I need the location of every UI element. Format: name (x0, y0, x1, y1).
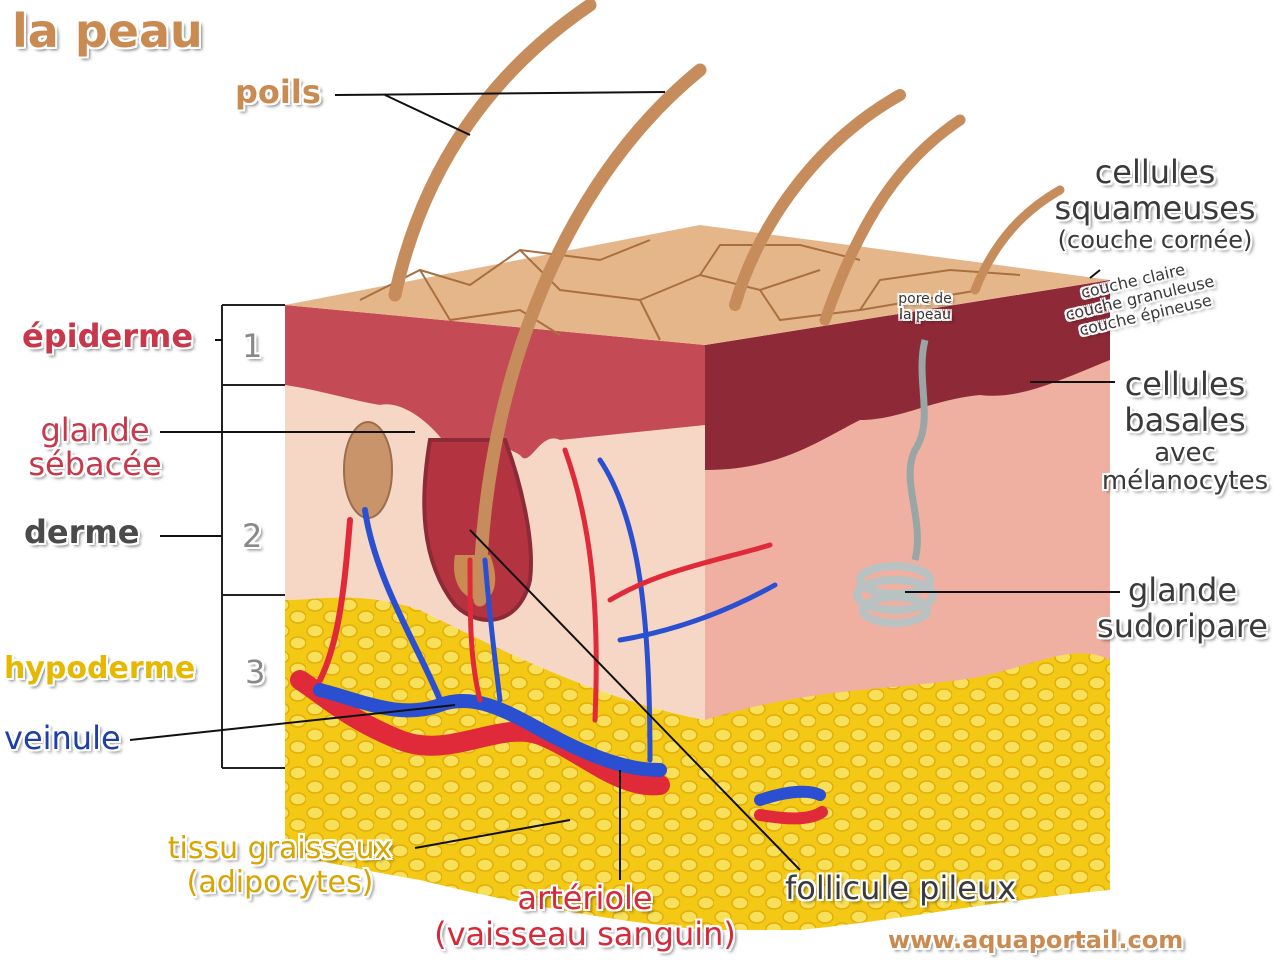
label-pore-line2: la peau (880, 308, 970, 322)
label-pore: pore de la peau (880, 292, 970, 322)
page-title: la peau (12, 8, 203, 54)
label-cellules-basales: cellules basales avec mélanocytes (1085, 368, 1280, 494)
label-follicule-pileux: follicule pileux (785, 872, 1016, 904)
sebaceous-gland (344, 422, 392, 518)
layer-number-3: 3 (245, 656, 265, 688)
label-cellules-squameuses-line3: (couche cornée) (1030, 228, 1280, 252)
label-tissu-graisseux-line2: (adipocytes) (140, 868, 420, 898)
label-arteriole-line2: (vaisseau sanguin) (400, 918, 770, 950)
label-cellules-basales-line4: mélanocytes (1085, 468, 1280, 494)
label-cellules-squameuses: cellules squameuses (couche cornée) (1030, 156, 1280, 252)
label-tissu-graisseux: tissu graisseux (adipocytes) (140, 834, 420, 898)
label-arteriole-line1: artériole (400, 882, 770, 914)
label-cellules-basales-line2: basales (1085, 404, 1280, 436)
label-epiderme: épiderme (22, 320, 193, 352)
label-cellules-squameuses-line2: squameuses (1030, 192, 1280, 224)
label-tissu-graisseux-line1: tissu graisseux (140, 834, 420, 864)
label-glande-sebacee: glande sébacée (20, 414, 170, 480)
layer-number-2: 2 (242, 520, 262, 552)
label-poils: poils (235, 76, 321, 108)
layer-number-1: 1 (242, 330, 262, 362)
label-cellules-basales-line1: cellules (1085, 368, 1280, 400)
label-glande-sebacee-line1: glande (20, 414, 170, 446)
label-hypoderme: hypoderme (4, 654, 195, 684)
label-veinule: veinule (4, 722, 121, 754)
label-pore-line1: pore de (880, 292, 970, 306)
label-arteriole: artériole (vaisseau sanguin) (400, 882, 770, 950)
watermark: www.aquaportail.com (888, 928, 1183, 952)
label-glande-sudoripare-line2: sudoripare (1085, 610, 1280, 642)
label-cellules-basales-line3: avec (1085, 440, 1280, 466)
label-derme: derme (24, 516, 139, 548)
label-glande-sudoripare: glande sudoripare (1085, 574, 1280, 642)
label-glande-sudoripare-line1: glande (1085, 574, 1280, 606)
label-cellules-squameuses-line1: cellules (1030, 156, 1280, 188)
label-glande-sebacee-line2: sébacée (20, 448, 170, 480)
